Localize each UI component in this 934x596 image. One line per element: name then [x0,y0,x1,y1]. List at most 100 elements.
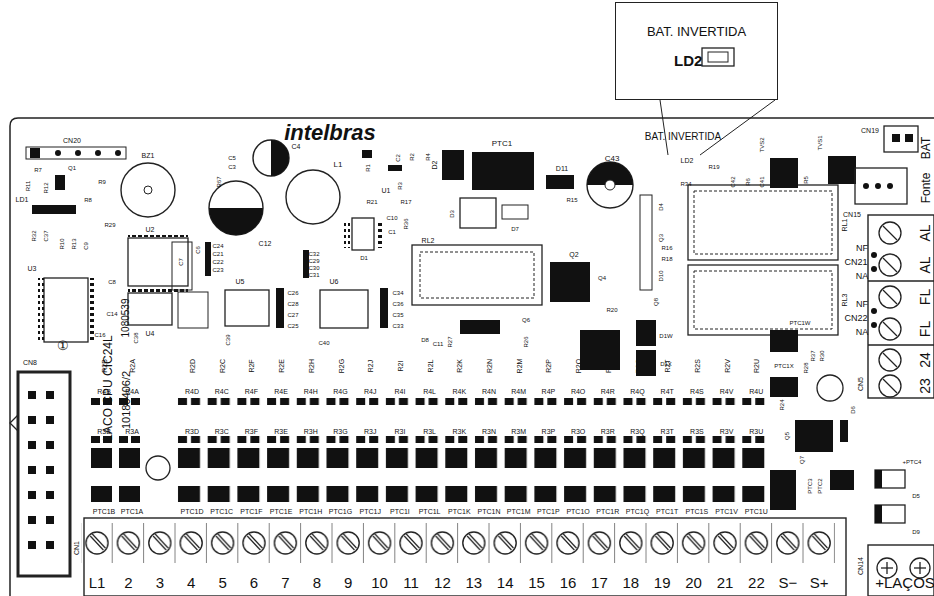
silkscreen-label: D1W [659,333,672,339]
silkscreen-label: C39 [225,334,231,345]
silkscreen-label: C8 [108,279,116,285]
silkscreen-label: R4R [601,388,615,395]
silkscreen-label: CN5 [857,377,864,391]
silkscreen-label: R3C [215,428,229,435]
silkscreen-label: Q6 [522,317,530,323]
silkscreen-label: Q7 [799,456,805,464]
silkscreen-label: R2S [693,359,700,373]
silkscreen-label: R3N [482,428,496,435]
silkscreen-label: R4N [482,388,496,395]
silkscreen-label: D11 [556,165,568,172]
silkscreen-label: U3 [28,265,37,272]
silkscreen-label: R6 [745,178,751,186]
silkscreen-label: PTC1A [121,508,144,515]
silkscreen-label: R4 [425,153,431,161]
silkscreen-label: Q5 [784,432,790,440]
silkscreen-label: CN1 [73,541,80,555]
silkscreen-label: R2Q [634,359,641,373]
silkscreen-label: R3K [452,428,466,435]
silkscreen-label: C22 [212,259,223,265]
silkscreen-label: PTC1L [419,508,441,515]
silkscreen-label: 7 [281,575,289,590]
part-name: LD2 [674,53,702,68]
silkscreen-label: C3 [228,164,236,170]
callout-title: BAT. INVERTIDA [647,25,746,38]
silkscreen-label: R37 [810,350,816,361]
silkscreen-label: CN19 [861,127,879,134]
silkscreen-label: 23 [918,378,932,394]
silkscreen-label: R4D [185,388,199,395]
silkscreen-label: 6 [250,575,258,590]
silkscreen-label: R13 [71,238,77,249]
callout-box: BAT. INVERTIDA LD2 [615,2,778,100]
silkscreen-label: R26 [523,336,529,347]
silkscreen-label: NF [856,244,868,253]
silkscreen-label: R4M [511,388,526,395]
silkscreen-label: 16 [560,575,577,590]
silkscreen-label: TVS2 [759,137,765,152]
silkscreen-label: 11 [403,575,419,590]
silkscreen-label: 3 [156,575,164,590]
silkscreen-label: R4F [245,388,258,395]
silkscreen-label: 12 [434,575,451,590]
silkscreen-label: C34 [392,290,403,296]
silkscreen-label: NA [856,272,869,281]
silkscreen-label: C36 [392,301,403,307]
silkscreen-label: C24 [212,243,223,249]
silkscreen-label: R3M [511,428,526,435]
silkscreen-label: PTC1W [790,320,811,326]
silkscreen-label: R3S [690,428,704,435]
silkscreen-label: R2A [129,359,136,373]
silkscreen-label: 8 [313,575,321,590]
silkscreen-label: 4 [187,575,195,590]
silkscreen-label: Q1 [68,165,76,171]
silkscreen-label: R3O [571,428,585,435]
silkscreen-label: R9 [98,179,106,185]
silkscreen-label: BZ1 [142,152,155,159]
silkscreen-label: R5 [803,176,809,184]
silkscreen-label: LD2 [681,157,694,164]
silkscreen-label: C23 [212,267,223,273]
silkscreen-label: R4U [749,388,763,395]
silkscreen-label: C16 [94,332,105,338]
silkscreen-label: CN20 [63,137,81,144]
silkscreen-label: R19 [708,164,719,170]
silkscreen-label: BAT. INVERTIDA [645,132,721,142]
silkscreen-label: C9 [83,242,89,250]
silkscreen-label: L1 [334,161,343,169]
silkscreen-label: PTC1C [210,508,233,515]
silkscreen-label: R2H [307,359,314,373]
silkscreen-label: R4E [274,388,288,395]
silkscreen-label: 19 [654,575,671,590]
silkscreen-label: R2N [486,359,493,373]
silkscreen-label: LACO CPU CIC24L [102,335,114,440]
silkscreen-label: 5 [218,575,226,590]
silkscreen-label: R3P [542,428,556,435]
silkscreen-label: C28 [287,301,298,307]
silkscreen-label: PTC1U [745,508,768,515]
silkscreen-label: PTC3 [807,478,813,493]
silkscreen-label: R28 [803,362,809,373]
silkscreen-label: R7 [34,167,42,173]
silkscreen-label: R3G [333,428,347,435]
silkscreen-label: PTC2 [817,478,823,493]
silkscreen-label: C32 [308,251,319,257]
silkscreen-label: C5 [228,155,236,161]
silkscreen-label: R21 [366,199,377,205]
silkscreen-label: PTC1O [566,508,589,515]
silkscreen-label: C25 [287,323,298,329]
silkscreen-label: PTC1H [299,508,322,515]
silkscreen-label: CN14 [857,557,864,575]
silkscreen-label: C40 [318,340,329,346]
silkscreen-label: D6 [850,406,856,414]
silkscreen-label: C12 [259,240,272,247]
silkscreen-label: U2 [146,226,155,233]
silkscreen-label: 13 [465,575,482,590]
silkscreen-label: PTC1X [774,363,793,369]
silkscreen-label: R2U [753,359,760,373]
silkscreen-label: Q3 [658,234,664,242]
silkscreen-label: D2 [431,161,438,170]
silkscreen-label: R17 [400,199,411,205]
silkscreen-label: C14 [106,311,117,317]
